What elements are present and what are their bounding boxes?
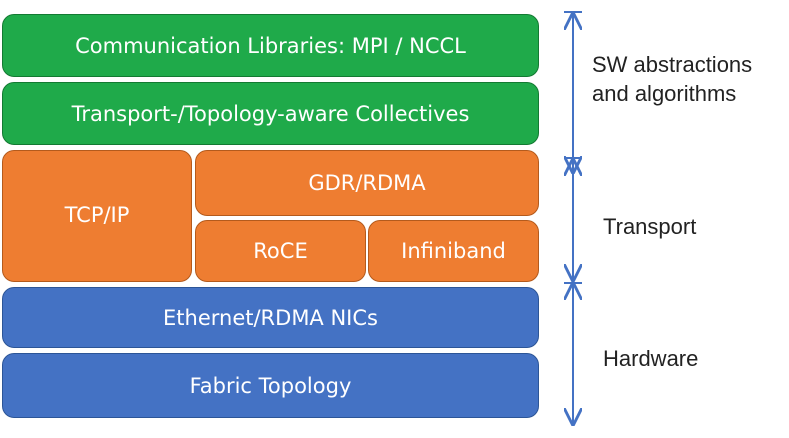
tcp-ip-layer: TCP/IP: [2, 150, 192, 282]
roce-layer: RoCE: [195, 220, 366, 282]
infiniband-label: Infiniband: [401, 239, 506, 263]
gdr-rdma-layer: GDR/RDMA: [195, 150, 539, 216]
transport-bracket-arrow: [564, 157, 582, 280]
sw-group-label-line2: and algorithms: [592, 81, 737, 106]
communication-libraries-label: Communication Libraries: MPI / NCCL: [75, 33, 466, 58]
gdr-rdma-label: GDR/RDMA: [308, 171, 426, 195]
hardware-bracket-arrow: [564, 282, 582, 424]
nics-label: Ethernet/RDMA NICs: [163, 305, 378, 330]
hardware-group-label: Hardware: [603, 346, 699, 371]
transport-group-label: Transport: [603, 214, 697, 239]
roce-label: RoCE: [253, 239, 308, 263]
collectives-label: Transport-/Topology-aware Collectives: [71, 101, 470, 126]
collectives-layer: Transport-/Topology-aware Collectives: [2, 82, 539, 145]
fabric-topology-label: Fabric Topology: [189, 373, 352, 398]
sw-group-label-line1: SW abstractions: [592, 52, 753, 77]
sw-group-label: SW abstractions and algorithms: [592, 50, 752, 108]
infiniband-layer: Infiniband: [368, 220, 539, 282]
nics-layer: Ethernet/RDMA NICs: [2, 287, 539, 348]
tcp-ip-label: TCP/IP: [64, 203, 130, 227]
fabric-topology-layer: Fabric Topology: [2, 353, 539, 418]
sw-bracket-arrow: [564, 11, 582, 172]
communication-libraries-layer: Communication Libraries: MPI / NCCL: [2, 14, 539, 77]
